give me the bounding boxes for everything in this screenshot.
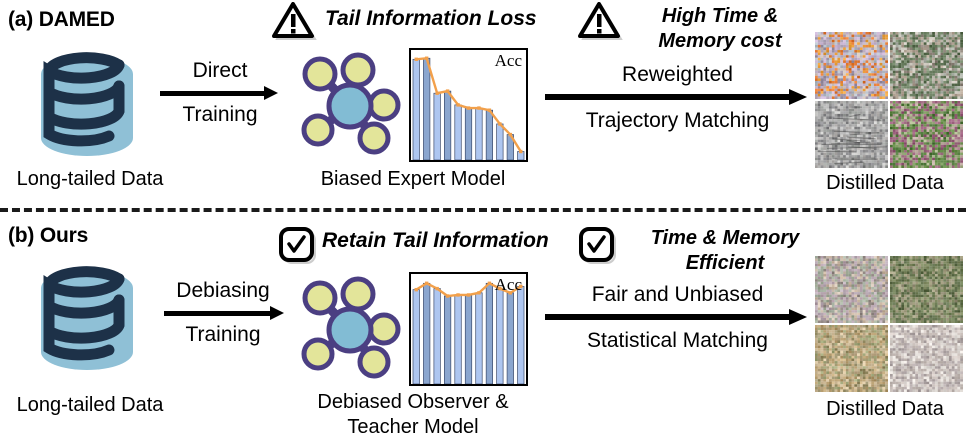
arrow-label-top: Direct bbox=[192, 59, 248, 82]
arrow-label-bottom: Training bbox=[185, 323, 261, 346]
badge-line-1: High Time & bbox=[661, 5, 779, 27]
arrow-debiasing-training: Debiasing Training bbox=[158, 278, 288, 348]
badge-tail-information-loss: Tail Information Loss bbox=[325, 7, 537, 30]
chart-acc-label: Acc bbox=[494, 275, 522, 294]
distilled-image-2 bbox=[890, 32, 963, 99]
badge-time-memory-efficient: Time & Memory Efficient bbox=[620, 226, 830, 276]
arrow-label-bottom: Training bbox=[182, 103, 258, 126]
arrow-shaft bbox=[160, 86, 280, 100]
distilled-image-3 bbox=[815, 101, 888, 168]
distilled-image-3 bbox=[815, 325, 888, 392]
arrow-label-bottom: Statistical Matching bbox=[587, 329, 768, 352]
accuracy-bar-chart-debiased: Acc bbox=[409, 272, 528, 386]
accuracy-bar-chart-biased: Acc bbox=[409, 48, 528, 162]
arrow-shaft bbox=[545, 89, 810, 106]
distilled-image-1 bbox=[815, 32, 888, 99]
distilled-data-grid bbox=[815, 256, 963, 392]
check-square-icon bbox=[278, 226, 318, 266]
model-caption-line-1: Debiased Observer & bbox=[317, 391, 509, 413]
arrow-label-top: Reweighted bbox=[622, 63, 733, 86]
node-graph-icon bbox=[296, 50, 404, 165]
check-square-icon bbox=[578, 226, 618, 266]
source-caption: Long-tailed Data bbox=[16, 168, 164, 190]
badge-line-1: Time & Memory bbox=[650, 227, 800, 249]
panel-damed: (a) DAMED Long-tailed Data Direct Traini… bbox=[0, 0, 966, 210]
chart-acc-label: Acc bbox=[494, 51, 522, 70]
panel-divider bbox=[0, 208, 966, 212]
distilled-image-4 bbox=[890, 101, 963, 168]
database-cylinder-icon bbox=[25, 42, 143, 162]
warning-triangle-icon bbox=[578, 2, 624, 44]
distilled-image-2 bbox=[890, 256, 963, 323]
model-caption-line-2: Teacher Model bbox=[347, 416, 479, 438]
panel-a-label: (a) DAMED bbox=[8, 8, 115, 31]
badge-retain-tail-information: Retain Tail Information bbox=[322, 229, 549, 252]
badge-line-2: Memory cost bbox=[658, 30, 782, 52]
arrow-shaft bbox=[158, 306, 288, 320]
distilled-image-4 bbox=[890, 325, 963, 392]
arrow-shaft bbox=[545, 309, 810, 326]
arrow-label-top: Debiasing bbox=[176, 279, 270, 302]
distilled-data-grid bbox=[815, 32, 963, 168]
badge-line-2: Efficient bbox=[685, 252, 765, 274]
node-graph-icon bbox=[296, 274, 404, 389]
source-caption: Long-tailed Data bbox=[16, 394, 164, 416]
distilled-image-1 bbox=[815, 256, 888, 323]
output-caption: Distilled Data bbox=[826, 398, 944, 420]
model-caption: Debiased Observer & Teacher Model bbox=[288, 390, 538, 440]
arrow-label-bottom: Trajectory Matching bbox=[585, 109, 770, 132]
output-caption: Distilled Data bbox=[826, 172, 944, 194]
arrow-reweighted-trajectory-matching: Reweighted Trajectory Matching bbox=[545, 62, 810, 134]
arrow-fair-unbiased-statistical-matching: Fair and Unbiased Statistical Matching bbox=[545, 282, 810, 354]
arrow-label-top: Fair and Unbiased bbox=[591, 283, 764, 306]
arrow-direct-training: Direct Training bbox=[160, 58, 280, 128]
warning-triangle-icon bbox=[272, 2, 318, 44]
database-cylinder-icon bbox=[25, 256, 143, 376]
panel-ours: (b) Ours Long-tailed Data Debiasing Trai… bbox=[0, 212, 966, 441]
panel-b-label: (b) Ours bbox=[8, 224, 89, 247]
badge-high-time-memory-cost: High Time & Memory cost bbox=[620, 4, 820, 54]
model-caption: Biased Expert Model bbox=[320, 168, 506, 190]
